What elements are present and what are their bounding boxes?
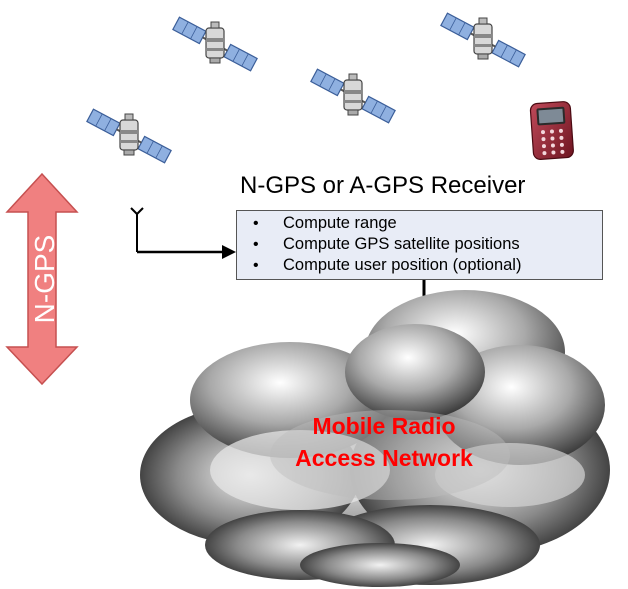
antenna-to-receiver-arrow: [137, 245, 236, 259]
satellite-icon: [439, 12, 527, 68]
receiver-functions-box: Compute range Compute GPS satellite posi…: [236, 210, 603, 280]
receiver-title: N-GPS or A-GPS Receiver: [240, 172, 526, 199]
mobile-phone-icon: [529, 101, 574, 160]
satellite-icon: [171, 16, 259, 72]
satellite-icon: [309, 68, 397, 124]
satellite-icon: [85, 108, 173, 164]
list-item: Compute user position (optional): [251, 255, 602, 276]
network-label-line2: Access Network: [295, 445, 473, 471]
antenna-icon: [130, 207, 144, 252]
network-label-line1: Mobile Radio: [312, 413, 455, 439]
n-gps-double-arrow: N-GPS: [5, 172, 79, 386]
n-gps-label: N-GPS: [29, 235, 60, 324]
list-item: Compute range: [251, 213, 602, 234]
receiver-functions-list: Compute range Compute GPS satellite posi…: [251, 213, 602, 276]
mobile-radio-access-network-cloud: [140, 290, 610, 587]
list-item: Compute GPS satellite positions: [251, 234, 602, 255]
